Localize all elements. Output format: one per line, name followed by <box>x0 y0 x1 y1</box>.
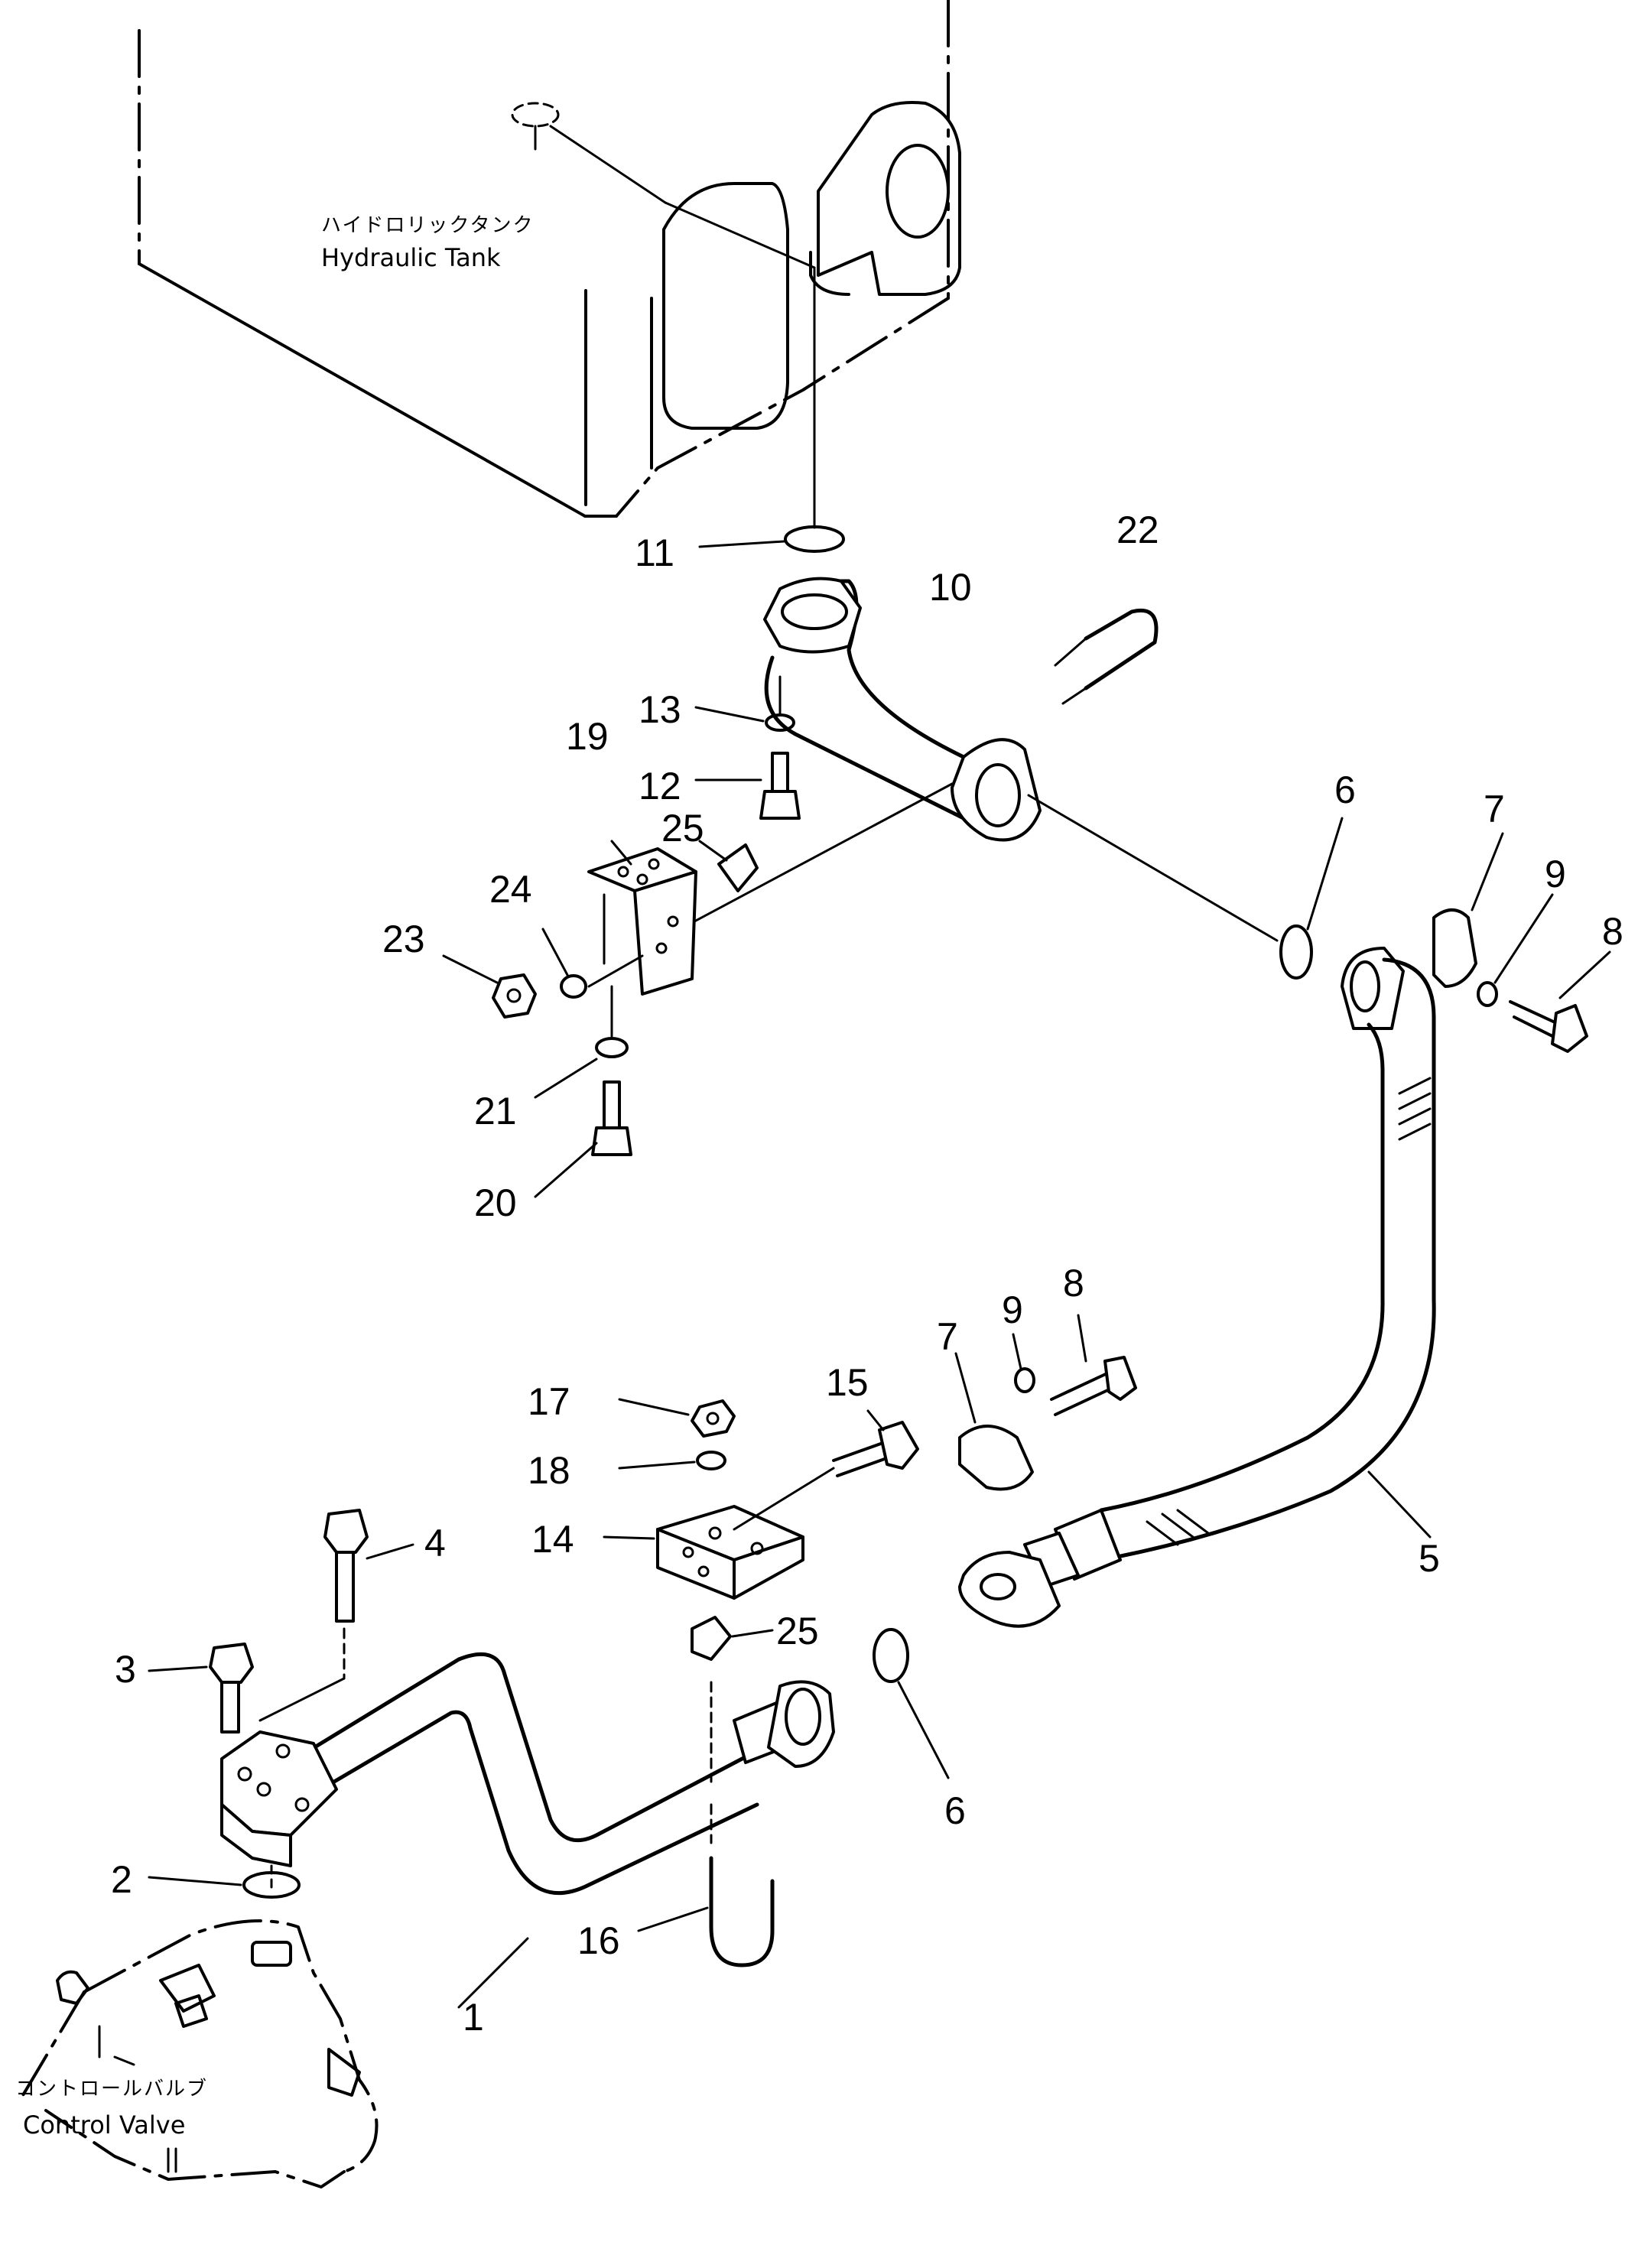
bolt-15 <box>832 1421 919 1477</box>
callout-13: 13 <box>639 688 681 731</box>
control-valve: コントロールバルブ Control Valve <box>15 1919 379 2188</box>
callout-16: 16 <box>577 1919 620 1962</box>
callout-9-bottom: 9 <box>1002 1288 1023 1331</box>
u-bolt-22 <box>1054 609 1159 705</box>
callout-22: 22 <box>1116 509 1159 551</box>
callout-20: 20 <box>474 1181 517 1224</box>
pipe-10 <box>671 577 1279 942</box>
tank-label-en: Hydraulic Tank <box>321 243 501 272</box>
hydraulic-tank: ハイドロリックタンク Hydraulic Tank <box>138 0 961 529</box>
callout-15: 15 <box>826 1361 869 1404</box>
bracket-19 <box>587 840 697 996</box>
bolt-8-top <box>1509 1000 1588 1053</box>
callout-3: 3 <box>115 1648 136 1691</box>
nut-23 <box>492 973 537 1019</box>
callout-5: 5 <box>1419 1537 1440 1580</box>
bolt-20 <box>591 1080 632 1156</box>
callout-24: 24 <box>489 868 532 911</box>
callout-14: 14 <box>531 1518 574 1561</box>
u-bolt-16 <box>709 1681 775 1967</box>
valve-label-jp: コントロールバルブ <box>15 2078 208 2101</box>
bolt-12 <box>759 675 801 820</box>
callout-17: 17 <box>528 1380 570 1423</box>
washer-21 <box>595 1037 629 1058</box>
clip-25-bottom <box>691 1616 732 1661</box>
nut-17 <box>691 1399 736 1438</box>
callout-4: 4 <box>424 1522 446 1565</box>
bolt-8-bottom <box>1050 1356 1137 1416</box>
callout-11: 11 <box>635 531 674 574</box>
callout-6-top: 6 <box>1334 768 1356 811</box>
callout-25-top: 25 <box>661 807 704 850</box>
callout-19: 19 <box>566 715 609 758</box>
valve-label-en: Control Valve <box>23 2110 185 2140</box>
o-ring-11 <box>784 525 845 553</box>
washer-18 <box>696 1451 726 1470</box>
washer-9-bottom <box>1014 1367 1035 1393</box>
callout-2: 2 <box>111 1858 132 1901</box>
callout-1: 1 <box>463 1996 484 2039</box>
washer-24 <box>560 974 587 999</box>
washer-9-top <box>1477 981 1498 1007</box>
callout-10: 10 <box>929 566 972 609</box>
callout-8-bottom: 8 <box>1063 1262 1084 1305</box>
o-ring-6-top <box>1279 924 1313 980</box>
callout-21: 21 <box>474 1090 517 1132</box>
hose-5 <box>958 947 1436 1628</box>
callout-labels: 1 2 3 4 5 6 6 7 7 8 8 9 9 10 11 12 13 14… <box>111 509 1623 2039</box>
pipe-1 <box>220 1652 835 1896</box>
callout-9-top: 9 <box>1545 853 1566 895</box>
callout-23: 23 <box>382 918 425 960</box>
callout-12: 12 <box>639 765 681 807</box>
split-flange-7-top <box>1432 908 1477 988</box>
bracket-14 <box>656 1467 835 1600</box>
callout-18: 18 <box>528 1449 570 1492</box>
clip-25-top <box>717 843 759 892</box>
tank-label-jp: ハイドロリックタンク <box>321 214 534 237</box>
bolt-3 <box>209 1643 254 1733</box>
split-flange-7-bottom <box>958 1425 1034 1491</box>
callout-25-bottom: 25 <box>776 1610 819 1652</box>
o-ring-6-bottom <box>873 1628 909 1683</box>
bolt-4 <box>258 1509 369 1722</box>
callout-7-bottom: 7 <box>937 1315 958 1358</box>
callout-6-bottom: 6 <box>944 1789 966 1832</box>
callout-7-top: 7 <box>1484 788 1505 830</box>
callout-8-top: 8 <box>1602 910 1623 953</box>
